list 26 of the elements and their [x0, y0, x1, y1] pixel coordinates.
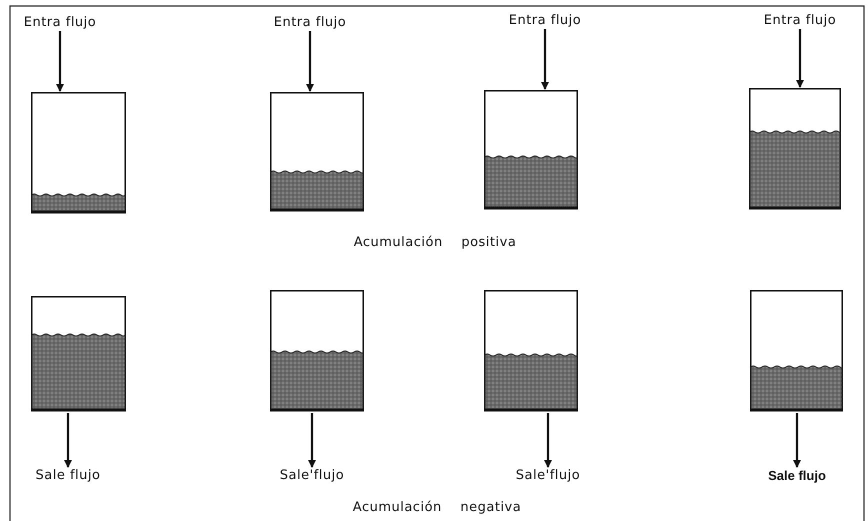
flow-label: Entra flujo: [508, 13, 582, 28]
tank-drawing: [484, 90, 578, 210]
tank-drawing: [484, 290, 578, 412]
tank-drawing: [31, 92, 126, 214]
tank-drawing: [270, 290, 364, 412]
caption-text: Acumulación negativa: [352, 500, 522, 515]
flow-label: Entra flujo: [274, 15, 346, 30]
arrow: [793, 413, 801, 468]
flow-label: Entra flujo: [764, 13, 836, 28]
tank-drawing: [749, 88, 841, 210]
tank-drawing: [31, 296, 126, 412]
flow-label: Sale flujo: [36, 468, 100, 483]
arrow: [56, 31, 64, 92]
tank-drawing: [270, 92, 364, 212]
arrow: [796, 29, 804, 88]
flow-label: Sale flujo: [768, 468, 826, 483]
arrow: [64, 413, 72, 468]
tank-drawing: [750, 290, 843, 412]
arrow: [541, 29, 549, 90]
arrow: [544, 413, 552, 468]
flow-label: Sale'flujo: [280, 468, 344, 483]
flow-label: Entra flujo: [24, 15, 96, 30]
arrow: [306, 31, 314, 92]
arrow: [308, 413, 316, 468]
caption-text: Acumulación positiva: [354, 235, 516, 250]
flow-label: Sale'flujo: [516, 468, 580, 483]
